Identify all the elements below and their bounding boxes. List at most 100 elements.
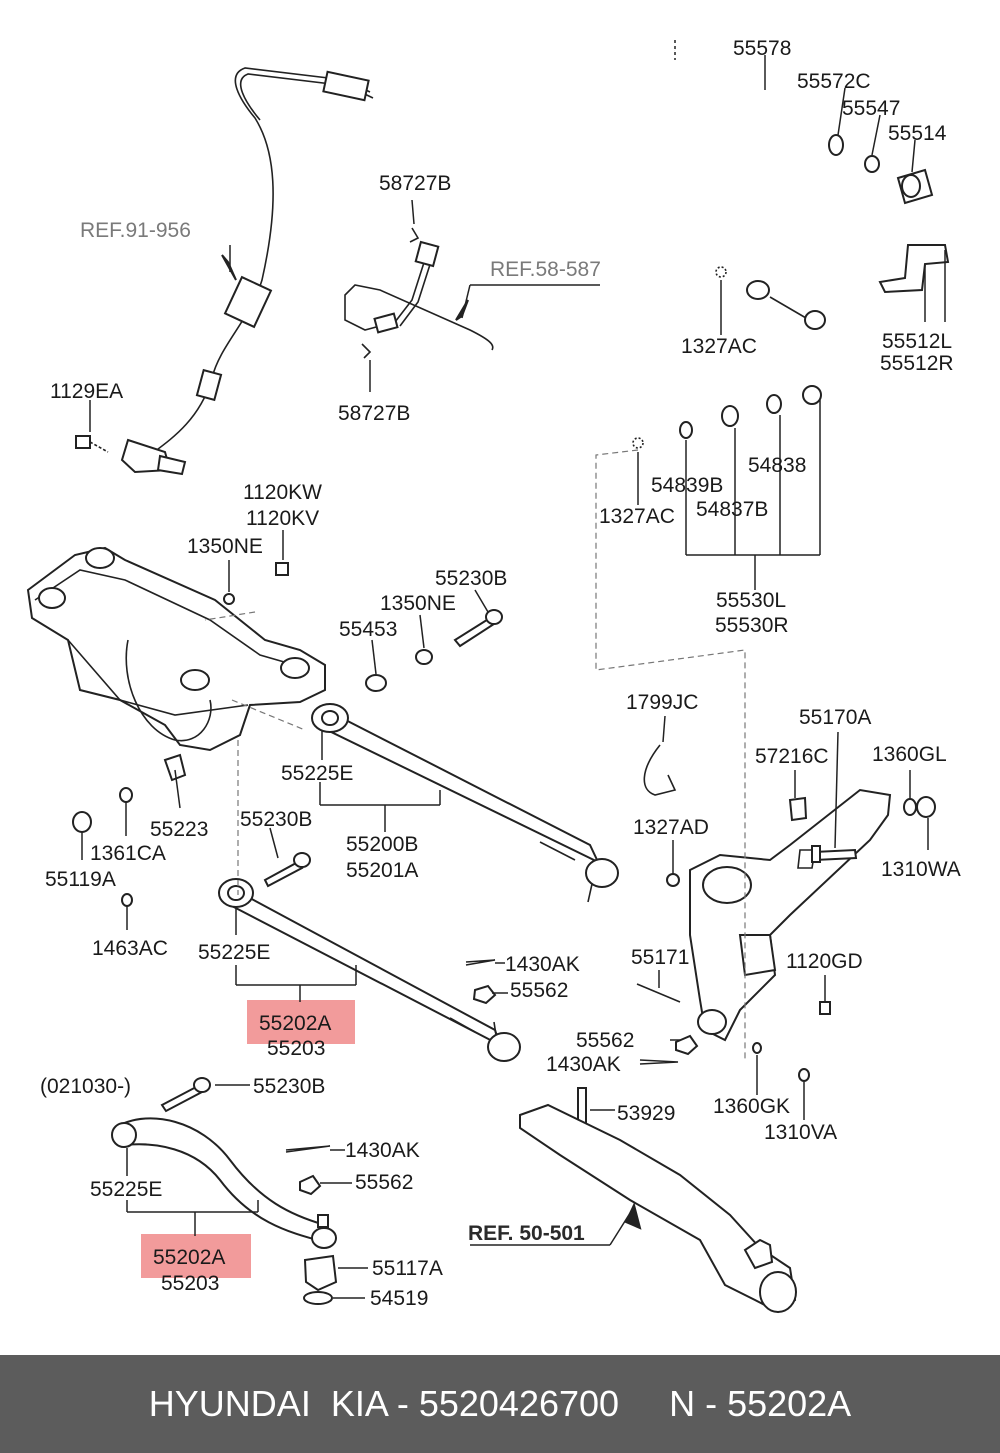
leader-lines [81,55,946,1299]
washer-1360GL [903,798,917,816]
label-55203-mid: 55203 [267,1037,325,1060]
label-55230B-top: 55230B [435,567,507,590]
label-1430AK-bottom: 1430AK [345,1139,420,1162]
footer-bar: HYUNDAI KIA - 5520426700 N - 55202A [0,1355,1000,1453]
ref-arrows [221,254,642,1230]
nut-1327AD [666,873,680,887]
label-ref-91-956: REF.91-956 [80,219,191,242]
label-55547: 55547 [842,97,900,120]
label-55119A: 55119A [45,868,116,891]
label-1463AC: 1463AC [92,937,168,960]
bushing-55119A [72,811,92,833]
label-55453: 55453 [339,618,397,641]
washer-1360GK [752,1042,762,1054]
label-55201A: 55201A [346,859,418,882]
bolt-55170A [811,845,858,863]
cotter-1430AK-top [465,959,496,966]
label-55578: 55578 [733,37,791,60]
label-021030: (021030-) [40,1075,131,1098]
label-57216C: 57216C [755,745,829,768]
label-54839B: 54839B [651,474,723,497]
label-55514: 55514 [888,122,947,145]
label-1361CA: 1361CA [90,842,166,865]
label-55530L: 55530L [716,589,786,612]
label-55203-bottom: 55203 [161,1272,219,1295]
bushing-55514 [896,168,934,205]
dashed-reference-lines [204,449,746,1060]
label-1350NE-mid: 1350NE [380,592,456,615]
label-1310VA: 1310VA [764,1121,837,1144]
cotter-1430AK-mid [639,1059,679,1065]
label-1310WA: 1310WA [881,858,961,881]
clip-55572C [828,134,844,156]
label-55202A-bottom: 55202A [153,1246,225,1269]
label-58727B-bottom: 58727B [338,402,410,425]
highlight-55202A-mid [247,1000,355,1044]
bolt-55230B-bottom [160,1077,211,1113]
label-55230B-bottom: 55230B [253,1075,325,1098]
label-55117A: 55117A [372,1257,443,1280]
speed-sensor-cable [120,67,374,476]
label-1430AK-mid: 1430AK [546,1053,621,1076]
ring-54519 [303,1291,333,1305]
washer-55547 [864,155,880,173]
label-55202A-mid: 55202A [259,1012,331,1035]
cotter-1430AK-bottom [285,1145,331,1153]
bolt-1350NE-left [223,593,235,605]
label-1327AC-mid: 1327AC [599,505,675,528]
bolt-55230B-mid [263,852,311,888]
label-54519: 54519 [370,1287,428,1310]
crossmember [26,546,326,782]
label-55200B: 55200B [346,833,418,856]
label-ref-58-587: REF.58-587 [490,258,601,281]
label-1120KV: 1120KV [246,507,319,530]
label-1129EA: 1129EA [50,380,123,403]
ring-54838 [766,394,782,414]
clip-1799JC [643,744,677,796]
label-1360GL: 1360GL [872,743,947,766]
bolt-55230B-top [453,609,503,648]
boot-55117A [303,1254,338,1292]
label-55225E-bottom: 55225E [90,1178,162,1201]
knuckle-carrier [689,788,892,1042]
parts-diagram: 55578 55572C 55547 55514 1327AC 55512L 5… [26,37,961,1314]
lateral-arm-55202A-mid [218,878,521,1062]
stabilizer-link [769,296,826,405]
washer-55453 [365,674,387,692]
label-54838: 54838 [748,454,806,477]
label-55230B-mid: 55230B [240,808,312,831]
stud-55171 [636,983,681,1003]
label-1327AD: 1327AD [633,816,709,839]
label-55562-mid: 55562 [576,1029,634,1052]
label-53929: 53929 [617,1102,675,1125]
highlight-55202A-bottom [141,1234,251,1278]
nut-1310WA [916,796,936,818]
label-1360GK: 1360GK [713,1095,790,1118]
label-55572C: 55572C [797,70,871,93]
bolt-1129EA [75,435,109,453]
label-ref-50-501: REF. 50-501 [468,1222,585,1245]
nut-55562-mid [675,1034,699,1056]
label-55530R: 55530R [715,614,789,637]
axle-beam [519,1103,797,1314]
bracket-55512 [878,244,950,294]
bushing-54837B [721,405,739,427]
nut-1361CA [119,787,133,803]
nut-1310VA [798,1068,810,1082]
label-1120GD: 1120GD [786,950,863,973]
footer-text: HYUNDAI KIA - 5520426700 N - 55202A [148,1383,852,1424]
bolt-1120KW [275,562,289,576]
label-58727B-top: 58727B [379,172,451,195]
lateral-arm-55200B [311,703,619,903]
bolt-1120GD [819,1001,831,1015]
label-55225E-upper: 55225E [281,762,353,785]
label-1120KW: 1120KW [243,481,322,504]
nut-1327AC-mid [632,437,644,449]
brake-hose [344,227,494,359]
label-55223: 55223 [150,818,208,841]
nut-55562-bottom [299,1174,322,1196]
nut-55562-top [472,984,497,1005]
washer-54839B [679,421,693,439]
lateral-arm-55202A-bottom [111,1117,337,1249]
label-54837B: 54837B [696,498,768,521]
